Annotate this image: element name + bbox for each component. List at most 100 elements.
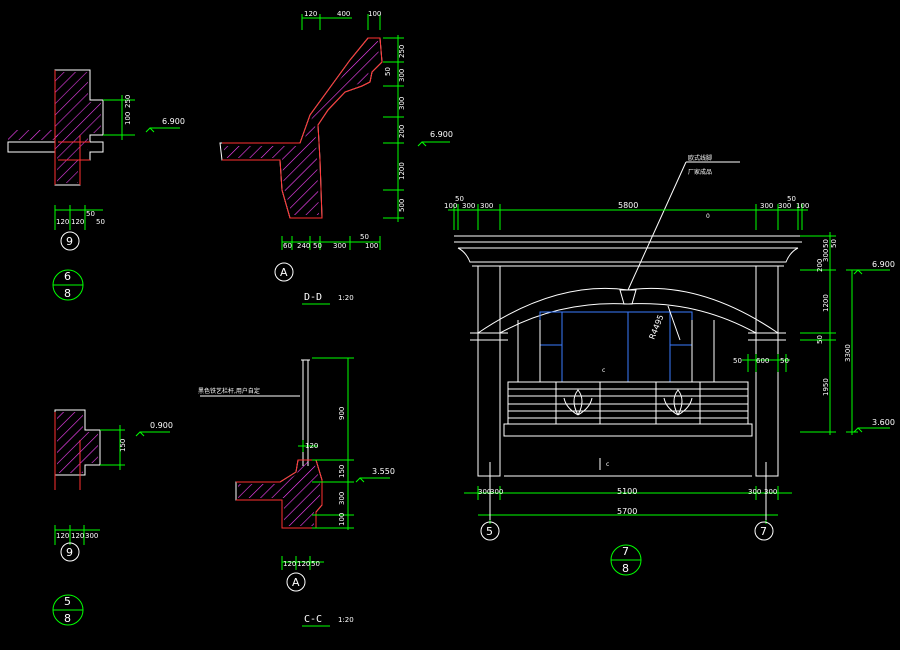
dd-dim-50: 50 [313, 242, 322, 250]
axis-9-upper [60, 231, 80, 251]
elev-note-factory: 厂家成品 [688, 168, 712, 176]
cc-axis-a [286, 572, 306, 592]
cc-dim-100: 100 [338, 513, 346, 526]
dd-dim-50-side: 50 [360, 233, 369, 241]
dd-dim-100: 100 [368, 10, 381, 18]
window-glass [539, 311, 693, 383]
dd-dim-50-right: 50 [384, 67, 392, 76]
railing-ornament-left [563, 389, 593, 416]
elev-right-small-50b: 50 [830, 239, 838, 248]
index-6: 6 [64, 270, 71, 283]
dd-title: D-D [304, 292, 322, 303]
cc-dim-300: 300 [338, 492, 346, 505]
dd-dim-250: 250 [398, 45, 406, 58]
elev-bot-300d: 300 [764, 488, 777, 496]
elev-top-100b: 100 [796, 202, 809, 210]
elev-top-5800: 5800 [618, 201, 638, 210]
elev-right-small-300: 300 [822, 249, 830, 262]
elev-top-300a: 300 [462, 202, 475, 210]
elev-bot-5700: 5700 [617, 507, 637, 516]
elev-level-3600: 3.600 [872, 418, 895, 427]
dim-300-lower: 300 [85, 532, 98, 540]
elev-top-300d: 300 [778, 202, 791, 210]
level-0900: 0.900 [150, 421, 173, 430]
elev-small-600: 600 [756, 357, 769, 365]
axis-label-9-upper: 9 [66, 235, 73, 248]
keystone [619, 289, 637, 305]
index-5: 5 [64, 595, 71, 608]
elev-axis-5-label: 5 [486, 525, 493, 538]
dim-100: 100 [124, 112, 132, 125]
dim-120c: 120 [56, 532, 69, 540]
dd-dim-200: 200 [398, 125, 406, 138]
dim-150-lower: 150 [119, 439, 127, 452]
dim-120b: 120 [71, 218, 84, 226]
elevation: c c 欧式线脚 厂家成品 R4495 100 50 300 300 5800 … [444, 154, 895, 576]
dd-level-6900: 6.900 [430, 130, 453, 139]
dd-dim-400: 400 [337, 10, 350, 18]
elev-level-6900: 6.900 [872, 260, 895, 269]
elev-axis-5 [480, 521, 500, 541]
elev-small-50b: 50 [780, 357, 789, 365]
cc-title: C-C [304, 614, 322, 625]
elev-axis-7 [754, 521, 774, 541]
level-6900: 6.900 [162, 117, 185, 126]
svg-text:c: c [602, 367, 605, 374]
cc-axis-label: A [292, 576, 300, 589]
dim-120d: 120 [71, 532, 84, 540]
cc-dim-120-top: 120 [305, 442, 318, 450]
dim-50a: 50 [86, 210, 95, 218]
cc-dim-900: 900 [338, 407, 346, 420]
index-6-8: 6 8 [52, 269, 84, 301]
elev-right-50: 50 [816, 335, 824, 344]
elev-axis-7-label: 7 [760, 525, 767, 538]
cc-dim-120b: 120 [297, 560, 310, 568]
railing-ornament-right [663, 389, 693, 416]
elev-bot-300a: 300 [478, 488, 491, 496]
dd-dim-300a: 300 [398, 69, 406, 82]
elev-index-bottom: 8 [622, 562, 629, 575]
dim-120a: 120 [56, 218, 69, 226]
elev-bot-300c: 300 [748, 488, 761, 496]
axis-label-9-lower: 9 [66, 546, 73, 559]
dim-250: 250 [124, 95, 132, 108]
elev-right-3300: 3300 [844, 344, 852, 362]
dd-dim-300c: 300 [333, 242, 346, 250]
elev-bot-300b: 300 [490, 488, 503, 496]
svg-text:c: c [606, 461, 609, 468]
cc-note: 黑色铁艺栏杆,用户自定 [198, 387, 260, 395]
dd-scale: 1:20 [338, 294, 354, 302]
dd-dim-120: 120 [304, 10, 317, 18]
dd-dim-60: 60 [283, 242, 292, 250]
elev-note-molding: 欧式线脚 [688, 154, 712, 162]
dd-axis-label: A [280, 266, 288, 279]
elev-right-200: 200 [816, 259, 824, 272]
elev-top-300b: 300 [480, 202, 493, 210]
elev-right-small-50a: 50 [822, 239, 830, 248]
elev-index-top: 7 [622, 545, 629, 558]
dd-dim-240: 240 [297, 242, 310, 250]
dd-dim-300b: 300 [398, 97, 406, 110]
elev-top-50a: 50 [455, 195, 464, 203]
cc-level-3550: 3.550 [372, 467, 395, 476]
section-9-lower: 150 0.900 120 120 300 9 [54, 409, 173, 562]
axis-9-lower [60, 542, 80, 562]
index-5-8: 5 8 [52, 594, 84, 626]
section-9-upper: 100 250 6.900 120 120 50 50 9 [7, 69, 185, 251]
cc-dim-50: 50 [311, 560, 320, 568]
elev-top-50b: 50 [787, 195, 796, 203]
elev-right-1950: 1950 [822, 378, 830, 396]
index-8b: 8 [64, 612, 71, 625]
cc-dim-120a: 120 [283, 560, 296, 568]
dim-50b: 50 [96, 218, 105, 226]
dd-dim-1200: 1200 [398, 162, 406, 180]
dd-dim-100b: 100 [365, 242, 378, 250]
index-8: 8 [64, 287, 71, 300]
dd-axis-a [274, 262, 294, 282]
cc-dim-150: 150 [338, 465, 346, 478]
elev-radius: R4495 [648, 313, 666, 340]
elev-small-50a: 50 [733, 357, 742, 365]
cc-scale: 1:20 [338, 616, 354, 624]
section-cc: 黑色铁艺栏杆,用户自定 900 150 300 100 120 3.550 12… [198, 357, 395, 627]
